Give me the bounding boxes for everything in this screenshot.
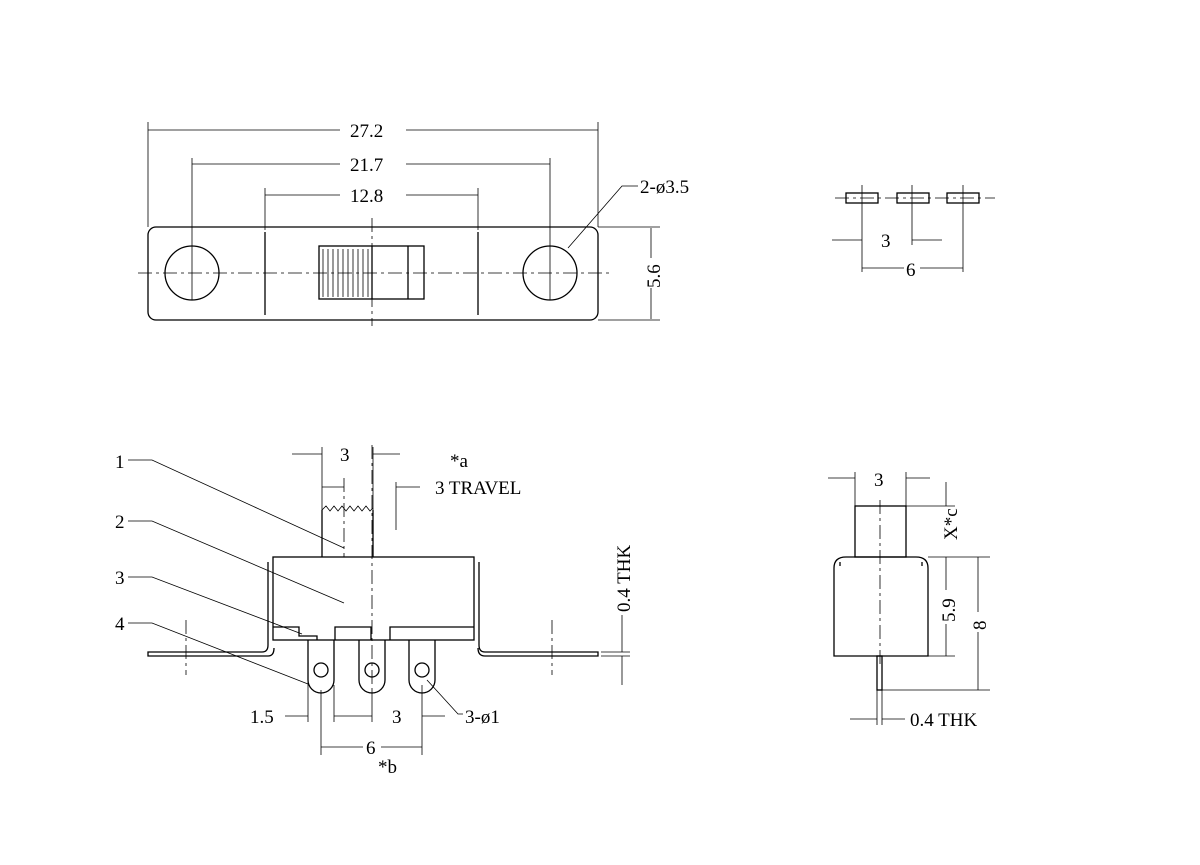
note-c: X*c	[941, 508, 962, 540]
part-label-4: 4	[115, 614, 125, 635]
dim-overall-width: 27.2	[350, 121, 383, 142]
note-b: *b	[378, 757, 397, 778]
side-dim-actuator: 3	[874, 470, 884, 491]
dim-height: 5.6	[644, 264, 665, 288]
dim-pitch: 3	[392, 707, 402, 728]
dim-hole-spacing: 21.7	[350, 155, 383, 176]
front-view: 1 2 3 4 3 *a 3 TRAVEL 0.4 THK 1.5 3 3-ø1…	[115, 445, 635, 778]
pin-pitch: 3	[881, 231, 891, 252]
dim-span: 6	[366, 738, 376, 759]
thickness-label: 0.4 THK	[614, 545, 635, 612]
part-label-1: 1	[115, 452, 125, 473]
dim-edge: 1.5	[250, 707, 274, 728]
top-view: 27.2 21.7 12.8 2-ø3.5 5.6	[138, 118, 689, 326]
pins	[307, 640, 436, 694]
side-thickness-label: 0.4 THK	[910, 710, 977, 731]
part-label-2: 2	[115, 512, 125, 533]
part-label-3: 3	[115, 568, 125, 589]
dim-total-height: 8	[970, 621, 991, 631]
travel-label: 3 TRAVEL	[435, 478, 521, 499]
pin-span: 6	[906, 260, 916, 281]
note-a: *a	[450, 451, 469, 472]
pin-layout-view: 3 6	[832, 185, 995, 281]
dim-inner-width: 12.8	[350, 186, 383, 207]
hole-callout: 2-ø3.5	[640, 177, 689, 198]
dim-actuator: 3	[340, 445, 350, 466]
side-view: 3 X*c 5.9 8 0.4 THK	[828, 470, 991, 731]
dim-body-height: 5.9	[939, 598, 960, 622]
pin-hole-callout: 3-ø1	[465, 707, 500, 728]
